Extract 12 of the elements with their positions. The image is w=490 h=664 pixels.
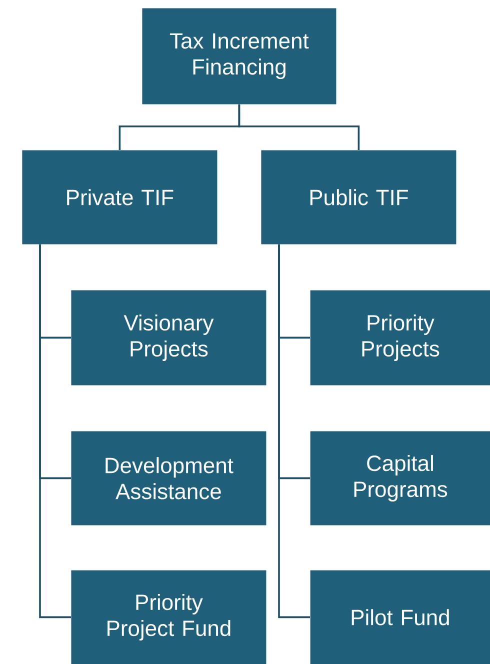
category-box: Visionary Projects	[71, 290, 266, 386]
connector-line	[238, 104, 360, 150]
category-box: Development Assistance	[71, 431, 266, 526]
connector-line	[39, 244, 71, 618]
category-box: Capital Programs	[310, 431, 490, 526]
category-box: Priority Projects	[310, 290, 490, 386]
title-box: Tax Increment Financing	[142, 8, 336, 104]
category-box: Private TIF	[22, 150, 218, 244]
category-box: Public TIF	[261, 150, 456, 244]
category-box: Priority Project Fund	[71, 570, 266, 664]
category-box: Pilot Fund	[310, 570, 490, 664]
connector-line	[278, 244, 310, 618]
